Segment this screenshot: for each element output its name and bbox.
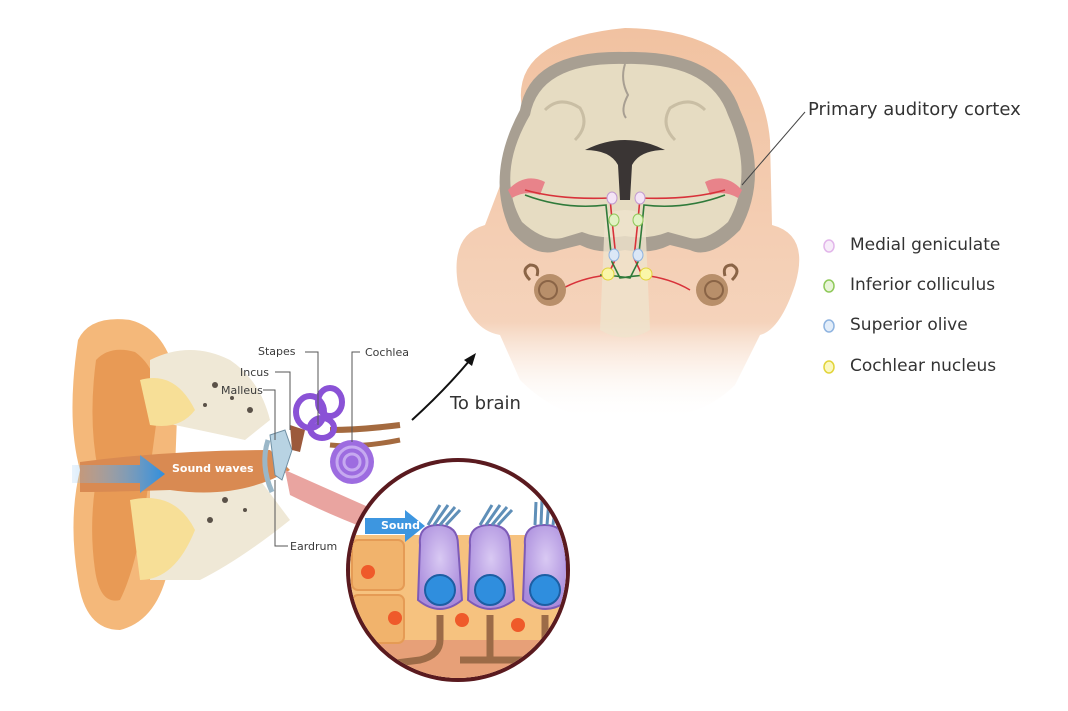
legend-inferior-colliculus: Inferior colliculus [850,275,996,295]
ear-cross-section [72,319,401,630]
cochlea [330,440,374,484]
incus-label: Incus [240,366,269,379]
malleus-label: Malleus [221,384,263,397]
primary-auditory-cortex-label: Primary auditory cortex [808,99,1021,120]
hair-cell-2 [466,504,516,610]
eardrum-leader [274,480,288,547]
sound-waves-label: Sound waves [172,462,254,475]
legend-dot-cochlear-nucleus [823,360,835,374]
to-brain-arrow [411,359,471,421]
hair-cell-inset [346,458,570,682]
cortex-leader-line [741,111,806,186]
incus [290,425,305,452]
cochlea-label: Cochlea [365,346,409,359]
legend-dot-inferior-colliculus [823,279,835,293]
stapes-leader [305,351,319,425]
stapes-label: Stapes [258,345,296,358]
malleus-leader [263,389,276,440]
hair-cell-3 [521,499,566,610]
sound-arrow [365,510,425,542]
brain-nuclei [601,191,653,281]
hair-cell-1 [416,504,464,610]
right-small-cochlea [696,263,739,306]
legend-dot-medial-geniculate [823,239,835,253]
legend-superior-olive: Superior olive [850,315,968,335]
ventricle [585,140,665,200]
sound-waves-arrow [72,455,165,493]
legend-medial-geniculate: Medial geniculate [850,235,1001,255]
incus-leader [275,371,291,430]
legend-dot-superior-olive [823,319,835,333]
legend-cochlear-nucleus: Cochlear nucleus [850,356,997,376]
to-brain-label: To brain [450,393,521,414]
eardrum-label: Eardrum [290,540,338,553]
left-small-cochlea [523,263,566,306]
sound-label: Sound [381,519,421,532]
malleus [269,429,293,481]
legend-markers [823,239,835,374]
eardrum [262,439,275,494]
head-cross-section [456,28,800,420]
cochlea-leader [351,351,360,442]
